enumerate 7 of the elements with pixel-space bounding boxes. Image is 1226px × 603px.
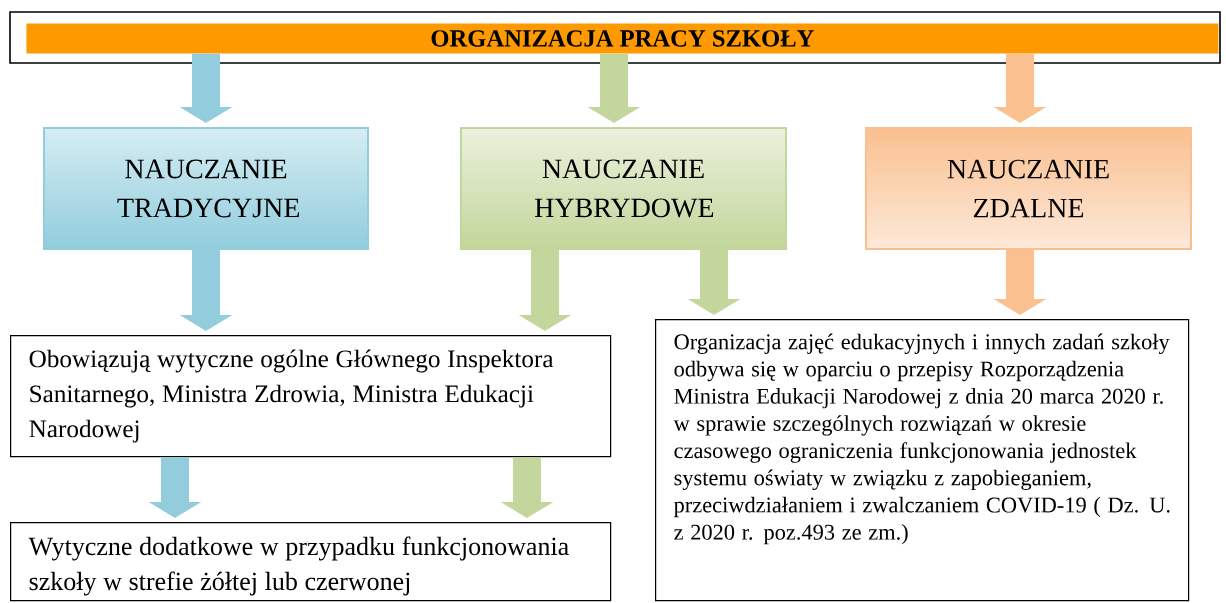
text-box: Obowiązują wytyczne ogólne Głównego Inspektora Sanitarnego, Ministra Zdrowia, Ministra Edukacji Narodowej — [10, 335, 612, 458]
process-box: NAUCZANIE ZDALNE — [865, 127, 1192, 250]
text-box: Wytyczne dodatkowe w przypadku funkcjonowania szkoły w strefie żółtej lub czerwonej — [10, 522, 612, 602]
title-band: ORGANIZACJA PRACY SZKOŁY — [26, 23, 1219, 54]
process-box: NAUCZANIE HYBRYDOWE — [460, 127, 787, 250]
process-box: NAUCZANIE TRADYCYJNE — [43, 127, 369, 250]
text-box: Organizacja zajęć edukacyjnych i innych zadań szkoły odbywa się w oparciu o przepisy Rozporządzenia Ministra Edukacji Narodowej z dnia 20 marca 2020 r. w sprawie szczególnych rozwiązań w okresie czasowego ograniczenia funkcjonowania jednostek systemu oświaty w związku z zapobieganiem, przeciwdziałaniem i zwalczaniem COVID-19 ( Dz. U. z 2020 r. poz.493 ze zm.) — [655, 319, 1190, 602]
